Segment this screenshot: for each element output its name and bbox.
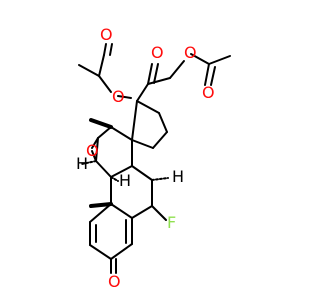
ester2-carbonyl-oxygen: O [202, 83, 215, 102]
bond [110, 243, 133, 260]
side-ketone-oxygen: O [151, 43, 164, 62]
bond-hash [151, 177, 169, 181]
bond [131, 205, 153, 219]
bond-wedge [89, 118, 113, 129]
bond [210, 66, 216, 86]
bond [131, 139, 154, 149]
molecule-drawing: O O O O O O O F H H H [76, 25, 231, 291]
bond [147, 77, 171, 85]
bond-hash [81, 160, 97, 165]
bond [91, 150, 97, 162]
bond [208, 55, 231, 65]
bond [153, 63, 159, 84]
bond [98, 54, 105, 77]
ester2-bridge-oxygen: O [184, 43, 197, 62]
ester1-carbonyl-oxygen: O [100, 25, 113, 44]
bond [110, 203, 133, 219]
bond [95, 160, 112, 178]
structure-canvas: O O O O O O O F H H H [76, 25, 231, 291]
bond [204, 63, 210, 86]
bond [110, 126, 133, 141]
bond [98, 75, 112, 93]
bond [103, 43, 107, 56]
bond [136, 100, 160, 114]
bond [110, 165, 133, 178]
bond [131, 165, 153, 181]
bond [136, 83, 149, 102]
bond [95, 137, 99, 162]
bond [109, 43, 113, 56]
fluorine-atom: F [167, 213, 176, 232]
hydrogen-label: H [76, 154, 88, 173]
ring-ketone-oxygen: O [108, 272, 121, 291]
bond-wedge [89, 202, 113, 208]
bond [147, 63, 153, 85]
bond [97, 126, 112, 139]
hydrogen-label: H [172, 167, 184, 186]
bond [89, 203, 112, 223]
ester1-bridge-oxygen: O [112, 87, 125, 106]
bond [190, 53, 210, 65]
bonds [78, 43, 231, 274]
bond [151, 205, 167, 221]
bond [169, 60, 185, 79]
hydrogen-label: H [119, 171, 131, 190]
bond [78, 64, 100, 77]
bond [89, 244, 112, 260]
epoxide-oxygen: O [86, 141, 99, 160]
bond [91, 137, 99, 149]
bond [152, 131, 168, 149]
bond [131, 100, 138, 141]
bond [117, 95, 132, 99]
bond-hash [110, 176, 119, 182]
bond [158, 112, 168, 133]
